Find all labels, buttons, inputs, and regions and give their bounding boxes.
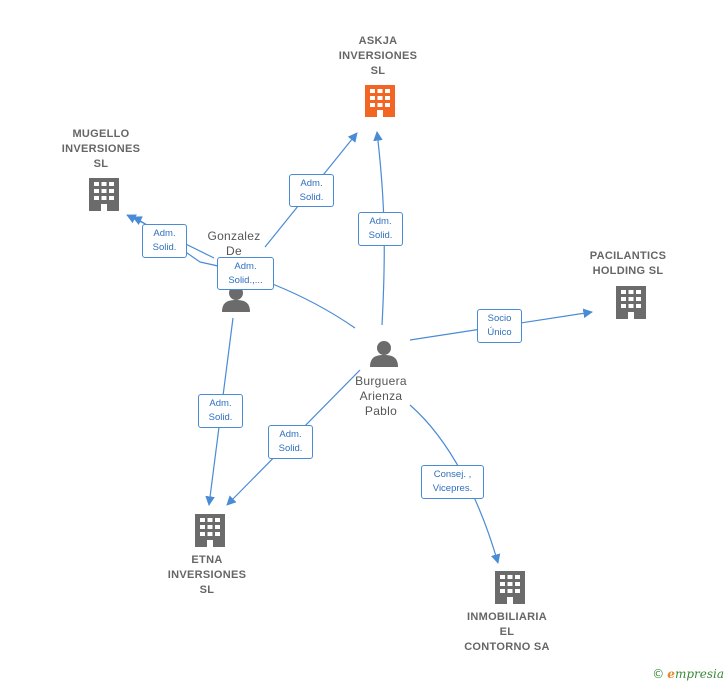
node-label-line: INMOBILIARIA <box>467 611 547 623</box>
empresia-logo: ©empresia <box>652 667 724 681</box>
node-label-line: Burguera <box>355 374 407 388</box>
edge-label-line: Solid.,... <box>228 275 263 286</box>
edge-label-line: Solid. <box>299 192 324 203</box>
edge-label-line: Adm. <box>300 178 323 189</box>
node-burguera-arienza-pablo[interactable]: Burguera Arienza Pablo <box>336 374 426 419</box>
edge-label-line: Solid. <box>152 242 177 253</box>
node-label-line: Gonzalez <box>207 229 261 243</box>
edge-label-burguera-askja[interactable]: Adm. Solid. <box>358 212 403 246</box>
edge-label-line: Socio <box>487 313 512 324</box>
edge-label-line: Adm. <box>153 228 176 239</box>
edge-label-gonzalez-askja[interactable]: Adm. Solid. <box>289 174 334 207</box>
node-label-line: ETNA <box>191 554 223 566</box>
building-icon[interactable] <box>616 286 646 319</box>
node-label-line: CONTORNO SA <box>464 641 550 653</box>
edge-label-gonzalez-etna[interactable]: Adm. Solid. <box>198 394 243 428</box>
edge-label-burguera-etna[interactable]: Adm. Solid. <box>268 425 313 459</box>
building-icon[interactable] <box>365 85 395 117</box>
node-label-line: MUGELLO <box>72 128 130 140</box>
node-label-line: INVERSIONES <box>167 569 247 581</box>
edge-label-burguera-inmobiliaria[interactable]: Consej. , Vicepres. <box>421 465 484 499</box>
brand-name: mpresia <box>674 667 724 681</box>
node-pacilantics-holding[interactable]: PACILANTICS HOLDING SL <box>568 249 688 279</box>
edge-label-line: Solid. <box>368 230 393 241</box>
building-icon[interactable] <box>195 514 225 547</box>
node-label-line: Arienza <box>359 389 403 403</box>
node-label-line: EL <box>499 626 515 638</box>
brand-first-letter: e <box>667 667 675 681</box>
node-label-line: Pablo <box>364 404 398 418</box>
node-label-line: ASKJA <box>358 35 398 47</box>
node-label-line: De <box>226 244 242 258</box>
node-label-line: SL <box>370 65 386 77</box>
node-label-line: INVERSIONES <box>338 50 418 62</box>
edge-label-line: Vicepres. <box>432 483 473 494</box>
node-etna-inversiones[interactable]: ETNA INVERSIONES SL <box>147 553 267 598</box>
building-icon[interactable] <box>89 178 119 211</box>
node-label-line: INVERSIONES <box>61 143 141 155</box>
edge-label-line: Adm. <box>234 261 257 272</box>
node-label-line: SL <box>93 158 109 170</box>
node-mugello-inversiones[interactable]: MUGELLO INVERSIONES SL <box>41 127 161 172</box>
edge-label-line: Adm. <box>369 216 392 227</box>
edge-label-line: Solid. <box>208 412 233 423</box>
edge-label-gonzalez-mugello[interactable]: Adm. Solid. <box>142 224 187 258</box>
copyright-symbol: © <box>652 667 665 681</box>
edge-label-line: Adm. <box>209 398 232 409</box>
node-label-line: SL <box>199 584 215 596</box>
edge-label-burguera-pacilantics[interactable]: Socio Único <box>477 309 522 343</box>
building-icon[interactable] <box>495 571 525 604</box>
edge-label-line: Consej. , <box>433 469 472 480</box>
edge-label-line: Único <box>487 327 512 338</box>
edge-label-burguera-mugello[interactable]: Adm. Solid.,... <box>217 257 274 290</box>
node-label-line: PACILANTICS <box>589 250 667 262</box>
edge-label-line: Solid. <box>278 443 303 454</box>
person-icon[interactable] <box>370 341 398 367</box>
node-askja-inversiones[interactable]: ASKJA INVERSIONES SL <box>318 34 438 79</box>
node-label-line: HOLDING SL <box>592 265 664 277</box>
node-inmobiliaria-el-contorno[interactable]: INMOBILIARIA EL CONTORNO SA <box>447 610 567 655</box>
edge-label-line: Adm. <box>279 429 302 440</box>
